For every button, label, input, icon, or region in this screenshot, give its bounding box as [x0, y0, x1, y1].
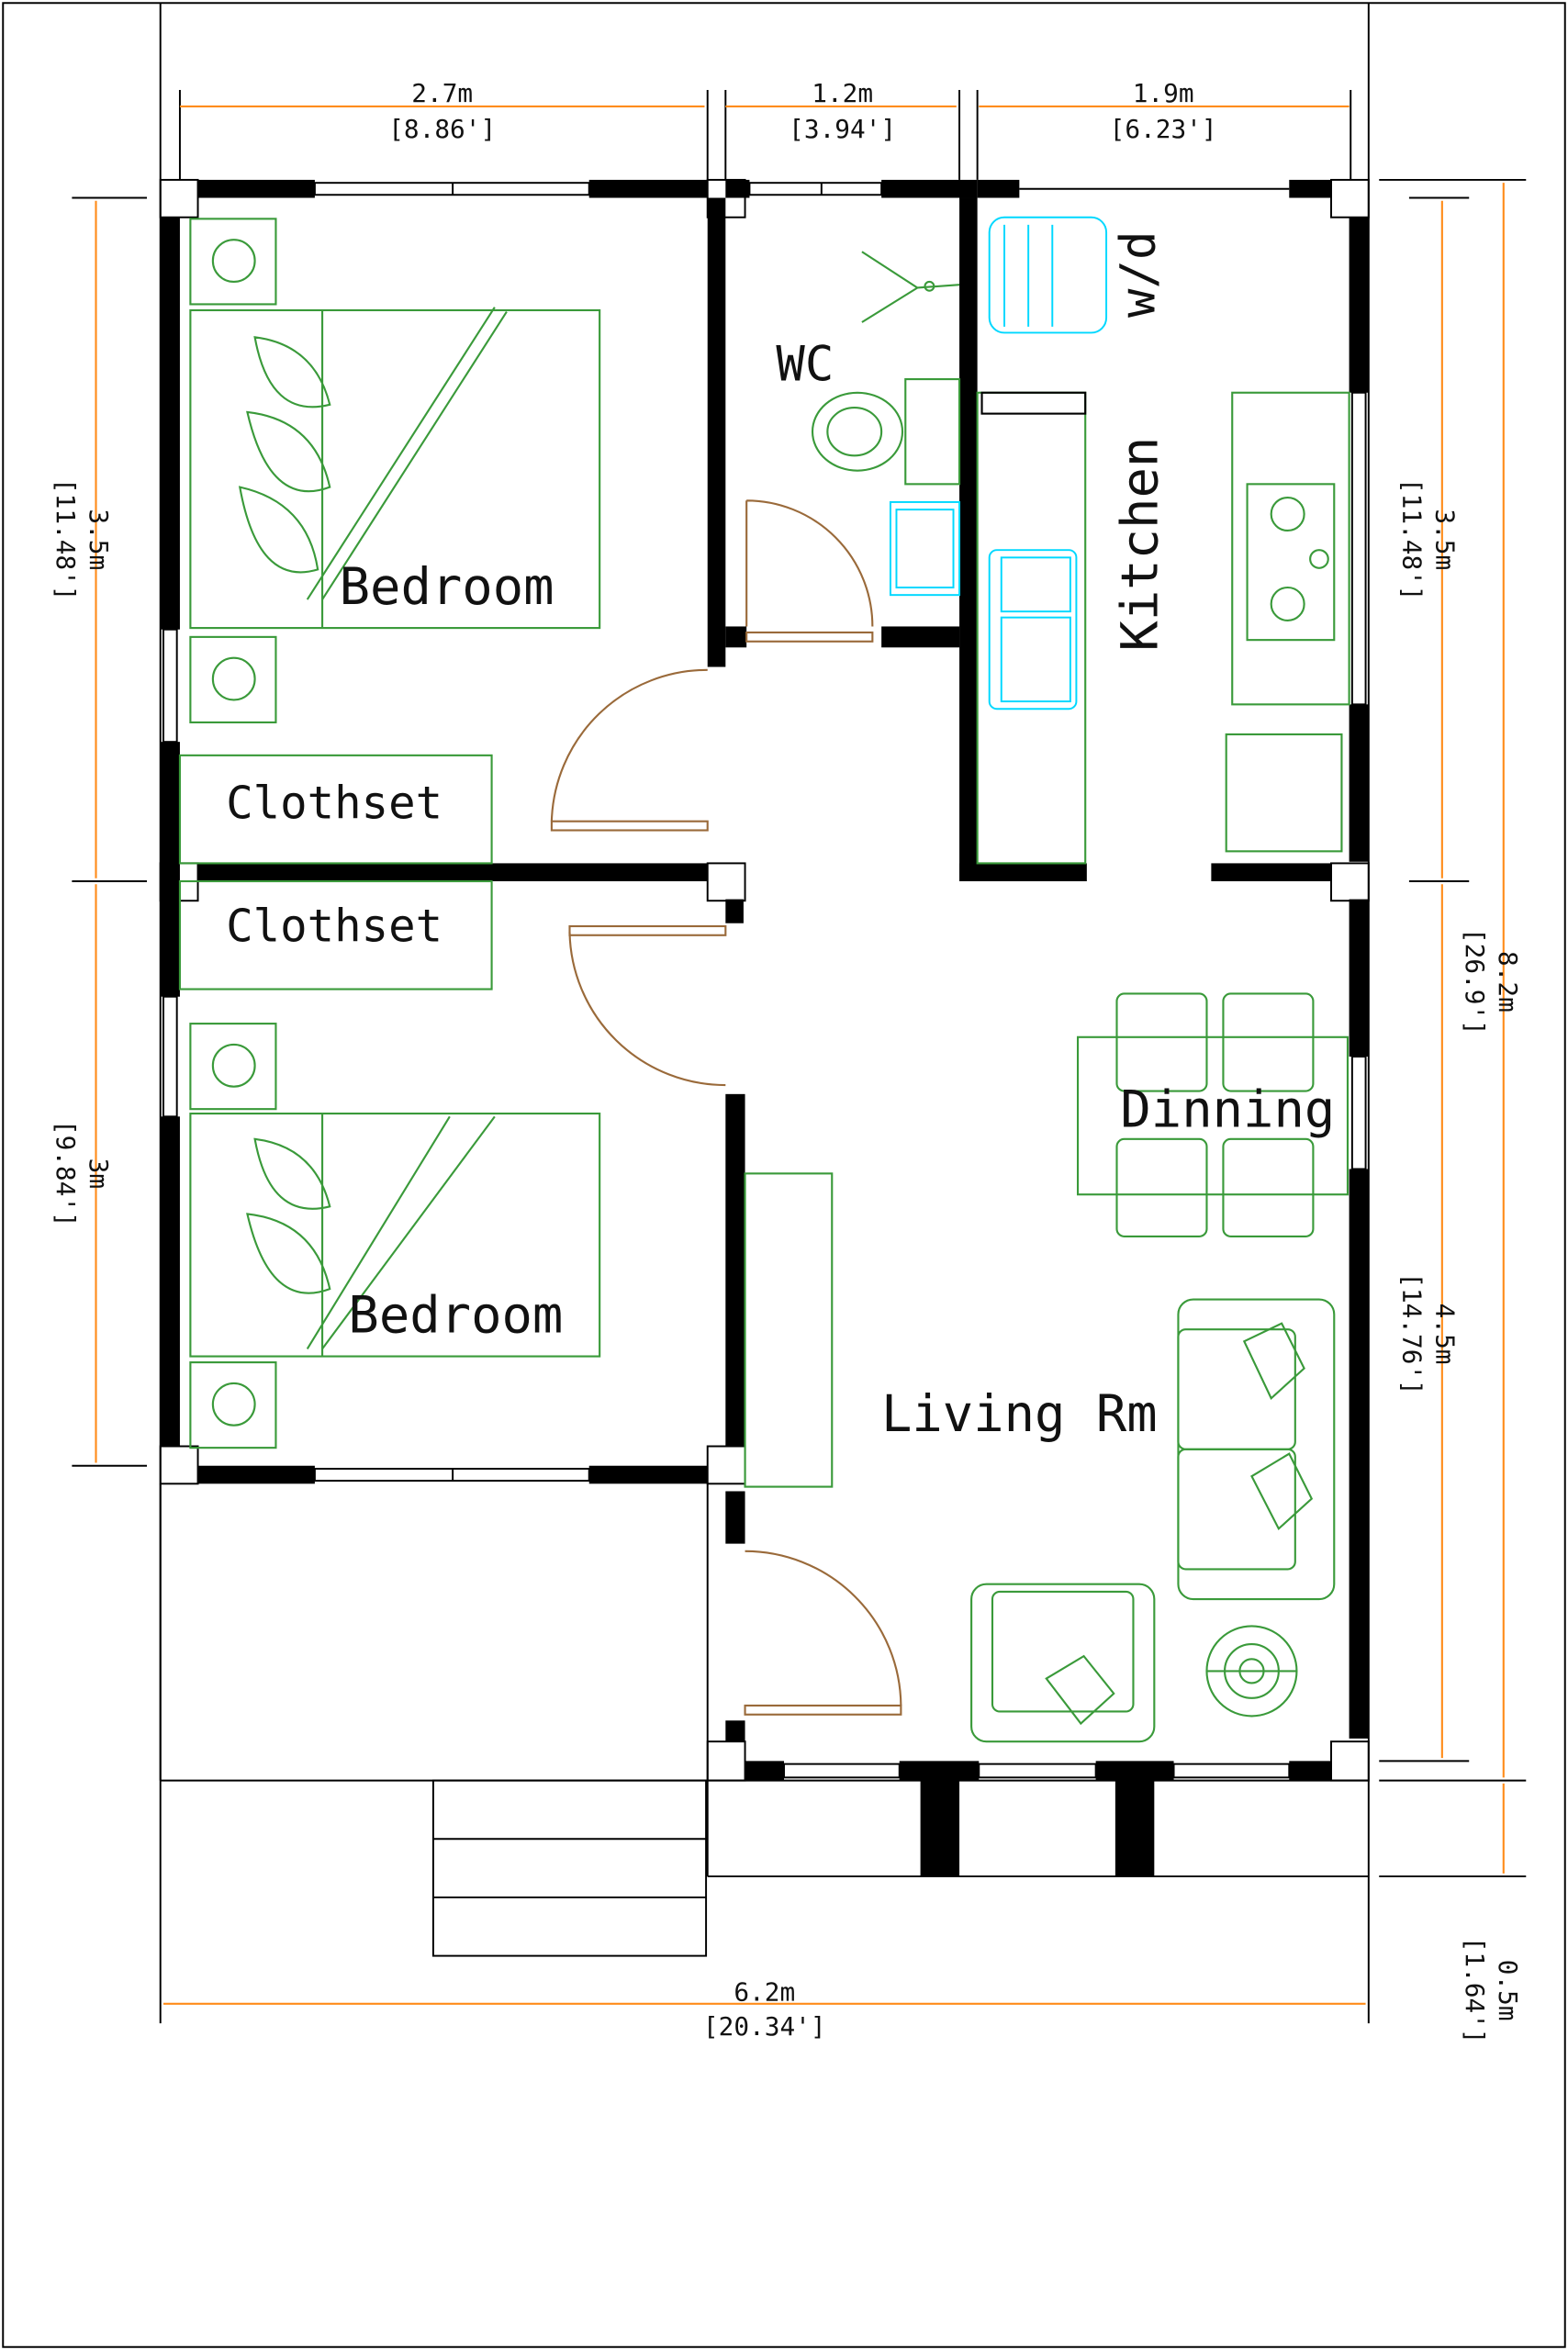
label-clothset-1: Clothset — [226, 777, 442, 829]
dim-top3-m: 1.9m — [1133, 78, 1194, 108]
label-dinning: Dinning — [1120, 1080, 1335, 1140]
nightstand — [189, 218, 277, 1449]
dim-porch-m: 0.5m — [1493, 1960, 1523, 2021]
dim-bottom-ft: [20.34'] — [703, 2011, 826, 2042]
shower-icon — [861, 251, 960, 323]
windows — [162, 182, 1367, 1779]
dim-top2-m: 1.2m — [812, 78, 873, 108]
clothset-1-box — [178, 754, 493, 865]
dim-left1-m: 3.5m — [84, 509, 114, 570]
armchair — [970, 1583, 1156, 1743]
dim-top1-ft: [8.86'] — [388, 114, 496, 144]
bed-2 — [189, 1113, 601, 1358]
porch — [159, 1483, 1369, 1957]
dim-right1-ft: [11.48'] — [1396, 478, 1427, 601]
doors — [550, 499, 902, 1716]
fridge — [1225, 733, 1343, 853]
dim-bottom-m: 6.2m — [734, 1977, 795, 2008]
label-bedroom-1: Bedroom — [340, 557, 554, 617]
label-kitchen: Kitchen — [1111, 437, 1170, 652]
washbasin — [889, 500, 961, 597]
tv-console — [744, 1172, 834, 1488]
dimension-left: 3.5m[11.48'] 3m[9.84'] — [50, 196, 148, 1467]
dining-table — [1076, 992, 1350, 1237]
dim-left1-ft: [11.48'] — [50, 478, 81, 601]
dimension-bottom: 6.2m [20.34'] — [162, 1977, 1366, 2042]
dim-total-ft: [26.9'] — [1460, 928, 1490, 1035]
dim-left2-ft: [9.84'] — [50, 1120, 81, 1227]
furniture — [178, 216, 1350, 1743]
bed-1 — [189, 307, 601, 630]
toilet — [811, 378, 961, 486]
label-living-room: Living Rm — [881, 1384, 1158, 1444]
washer-dryer — [988, 216, 1108, 334]
kitchen-sink — [988, 549, 1078, 711]
walls — [159, 178, 1370, 1877]
dim-right2-ft: [14.76'] — [1396, 1272, 1427, 1395]
entry-steps — [431, 1779, 708, 1957]
dim-right1-m: 3.5m — [1429, 509, 1460, 570]
dim-top3-ft: [6.23'] — [1110, 114, 1217, 144]
dimension-top: 2.7m [8.86'] 1.2m [3.94'] 1.9m [6.23'] — [178, 78, 1352, 180]
kitchen-counter — [976, 391, 1087, 865]
room-labels: Bedroom Clothset Clothset Bedroom WC w/d… — [226, 231, 1335, 1445]
stove-counter — [1231, 391, 1350, 706]
dim-total-m: 8.2m — [1493, 951, 1523, 1013]
dim-top1-m: 2.7m — [411, 78, 473, 108]
label-wd: w/d — [1111, 231, 1166, 318]
dim-top2-ft: [3.94'] — [789, 114, 896, 144]
clothset-2-box — [178, 879, 493, 990]
sofa — [1177, 1298, 1336, 1601]
label-clothset-2: Clothset — [226, 900, 442, 952]
label-wc: WC — [776, 338, 834, 393]
plant-icon — [1205, 1625, 1298, 1718]
dimension-right: 3.5m[11.48'] 4.5m[14.76'] 8.2m[26.9'] 0.… — [1379, 178, 1527, 2044]
dim-left2-m: 3m — [84, 1158, 114, 1189]
label-bedroom-2: Bedroom — [348, 1285, 563, 1345]
dim-porch-ft: [1.64'] — [1460, 1937, 1490, 2044]
dim-right2-m: 4.5m — [1429, 1304, 1460, 1365]
